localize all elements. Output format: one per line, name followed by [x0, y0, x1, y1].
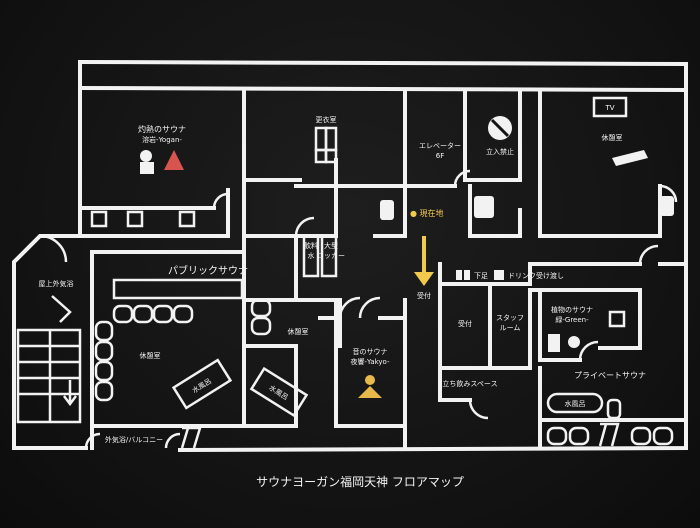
staff-room-label-1: スタッフ — [496, 313, 524, 322]
green-sauna-sublabel: 緑-Green- — [555, 315, 589, 324]
yellow-arrow-icon — [414, 236, 434, 286]
yakyo-sauna-sublabel: 夜響-Yakyo- — [350, 357, 389, 366]
private-sauna-label: プライベートサウナ — [574, 371, 646, 380]
drink-counter-label: ドリンク受け渡し — [508, 271, 564, 280]
cold-bath-label-2: 水風呂 — [267, 383, 290, 402]
standing-bar-label: 立ち飲みスペース — [442, 379, 497, 388]
current-location-label: ● 現在地 — [410, 208, 444, 218]
reception-label-2: 受付 — [458, 319, 472, 328]
walls — [12, 59, 689, 453]
no-entry-label: 立入禁止 — [486, 147, 514, 156]
sauna-stove-icon — [140, 150, 184, 174]
locker-room-label: 更衣室 — [316, 115, 337, 124]
doors — [39, 169, 678, 449]
elevator-label: エレベーター — [419, 141, 461, 150]
green-sauna-label: 植物のサウナ — [551, 305, 593, 314]
rooftop-bath-label: 屋上外気浴 — [39, 279, 74, 288]
lounge-chair-icon — [51, 150, 648, 449]
yogan-sauna-label: 灼熱のサウナ — [138, 124, 186, 134]
cold-bath-label-3: 水風呂 — [565, 399, 586, 408]
drinking-water-label-1: 飲料 — [304, 241, 318, 250]
tv-icon — [592, 96, 628, 118]
yogan-sauna-sublabel: 溶岩-Yogan- — [142, 135, 182, 144]
big-locker-label-2: ロッカー — [317, 252, 345, 260]
staff-room-label-2: ルーム — [500, 324, 521, 332]
rest-seats — [94, 278, 674, 446]
outdoor-balcony-label: 外気浴/バルコニー — [105, 435, 163, 444]
shoe-icons — [456, 270, 504, 280]
rest-room-top-label: 休憩室 — [602, 133, 623, 142]
cold-bath-shapes — [171, 358, 604, 418]
rest-room-mid-label: 休憩室 — [288, 327, 309, 336]
public-sauna-label: パブリックサウナ — [168, 264, 248, 277]
reception-label-1: 受付 — [417, 291, 431, 300]
rest-room-left-label: 休憩室 — [140, 351, 161, 360]
no-entry-icon — [488, 116, 512, 140]
shoe-area-label: 下足 — [474, 272, 488, 280]
elevator-floor-label: 6F — [436, 152, 444, 160]
stairs — [16, 328, 82, 424]
tv-label: TV — [604, 104, 614, 112]
big-locker-label-1: 大型 — [324, 241, 338, 250]
locker-blocks — [302, 126, 338, 278]
map-title: サウナヨーガン福岡天神 フロアマップ — [256, 474, 464, 489]
meditation-icon — [358, 375, 382, 398]
toilet-icon — [380, 196, 674, 220]
yakyo-sauna-label: 音のサウナ — [353, 347, 388, 356]
shower-icon — [90, 210, 626, 328]
drinking-water-label-2: 水 — [308, 251, 315, 260]
plant-icon — [548, 334, 580, 352]
